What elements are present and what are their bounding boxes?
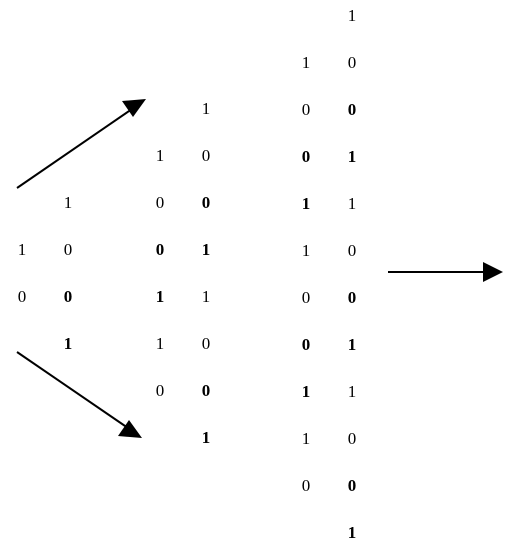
- stage-1-col-2-digit: 0: [63, 240, 73, 259]
- stage-2-col-1-digit: 0: [155, 193, 165, 212]
- stage-2-col-2-digit: 0: [201, 146, 211, 165]
- stage-3-col-2-digit: 0: [347, 476, 357, 495]
- stage-2-col-1-digit: 1: [155, 334, 165, 353]
- arrow-right-icon: [388, 262, 503, 282]
- stage-3-col-1-digit: 0: [301, 288, 311, 307]
- stage-3-col-2-digit: 1: [347, 6, 357, 25]
- stage-2-col-2-digit: 1: [201, 428, 211, 447]
- stage-3-col-1-digit: 0: [301, 147, 311, 166]
- stage-1-col-2-digit: 1: [63, 193, 73, 212]
- stage-3-col-1-digit: 0: [301, 335, 311, 354]
- stage-2-col-1-digit: 0: [155, 240, 165, 259]
- stage-3-col-1-digit: 1: [301, 429, 311, 448]
- stage-3-col-2-digit: 0: [347, 288, 357, 307]
- stage-3-col-1-digit: 0: [301, 476, 311, 495]
- arrow-down-right-icon: [16, 351, 142, 438]
- arrow-up-right-icon: [16, 99, 146, 189]
- stage-2-col-1-digit: 0: [155, 381, 165, 400]
- stage-3-col-1-digit: 1: [301, 53, 311, 72]
- stage-1-col-2-digit: 1: [63, 334, 73, 353]
- stage-2-col-2-digit: 1: [201, 99, 211, 118]
- stage-2-col-2-digit: 1: [201, 240, 211, 259]
- stage-3-col-1-digit: 0: [301, 100, 311, 119]
- stage-2-col-1-digit: 1: [155, 146, 165, 165]
- stage-3-col-1-digit: 1: [301, 382, 311, 401]
- stage-3-col-2-digit: 0: [347, 53, 357, 72]
- stage-1-col-2-digit: 0: [63, 287, 73, 306]
- stage-2-col-2-digit: 0: [201, 334, 211, 353]
- stage-3-col-2-digit: 1: [347, 382, 357, 401]
- stage-2-col-2-digit: 0: [201, 193, 211, 212]
- stage-1-col-1-digit: 1: [17, 240, 27, 259]
- stage-3-col-1-digit: 1: [301, 241, 311, 260]
- stage-2-col-2-digit: 1: [201, 287, 211, 306]
- stage-2-col-1-digit: 1: [155, 287, 165, 306]
- stage-3-col-2-digit: 1: [347, 147, 357, 166]
- stage-3-col-1-digit: 1: [301, 194, 311, 213]
- stage-3-col-2-digit: 0: [347, 100, 357, 119]
- stage-1-col-1-digit: 0: [17, 287, 27, 306]
- stage-3-col-2-digit: 1: [347, 335, 357, 354]
- stage-3-col-2-digit: 0: [347, 429, 357, 448]
- stage-3-col-2-digit: 1: [347, 523, 357, 542]
- stage-2-col-2-digit: 0: [201, 381, 211, 400]
- stage-3-col-2-digit: 1: [347, 194, 357, 213]
- stage-3-col-2-digit: 0: [347, 241, 357, 260]
